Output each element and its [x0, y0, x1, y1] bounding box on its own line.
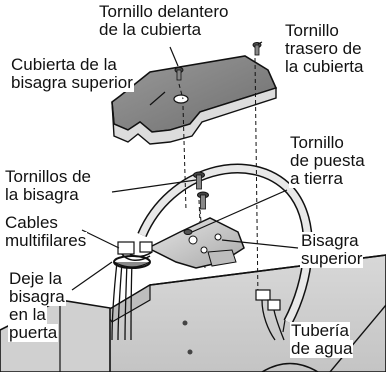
hinge-screws [193, 171, 209, 210]
cable-bundle-left [111, 261, 133, 341]
cable-bundle-right [255, 289, 285, 341]
label-multiwire-cables: Cables multifilares [4, 213, 88, 250]
label-water-tube: Tubería de agua [290, 321, 354, 358]
label-rear-cover-screw: Tornillo trasero de la cubierta [284, 21, 365, 76]
front-cover-screw [174, 67, 184, 81]
label-hinge-screws: Tornillos de la bisagra [4, 167, 92, 204]
leader-lines [71, 41, 299, 333]
upper-hinge-plate [146, 217, 245, 269]
water-tube [137, 163, 313, 325]
label-front-cover-screw: Tornillo delantero de la cubierta [98, 2, 230, 39]
label-upper-hinge: Bisagra superior [300, 231, 364, 268]
upper-hinge-cover [111, 55, 278, 145]
label-ground-screw: Tornillo de puesta a tierra [289, 133, 366, 188]
ground-screw [183, 229, 193, 235]
label-upper-hinge-cover: Cubierta de la bisagra superior [10, 55, 134, 92]
hinge-bracket-ring [113, 255, 151, 269]
label-leave-hinge-on-door: Deje la bisagra en la puerta [8, 269, 66, 342]
